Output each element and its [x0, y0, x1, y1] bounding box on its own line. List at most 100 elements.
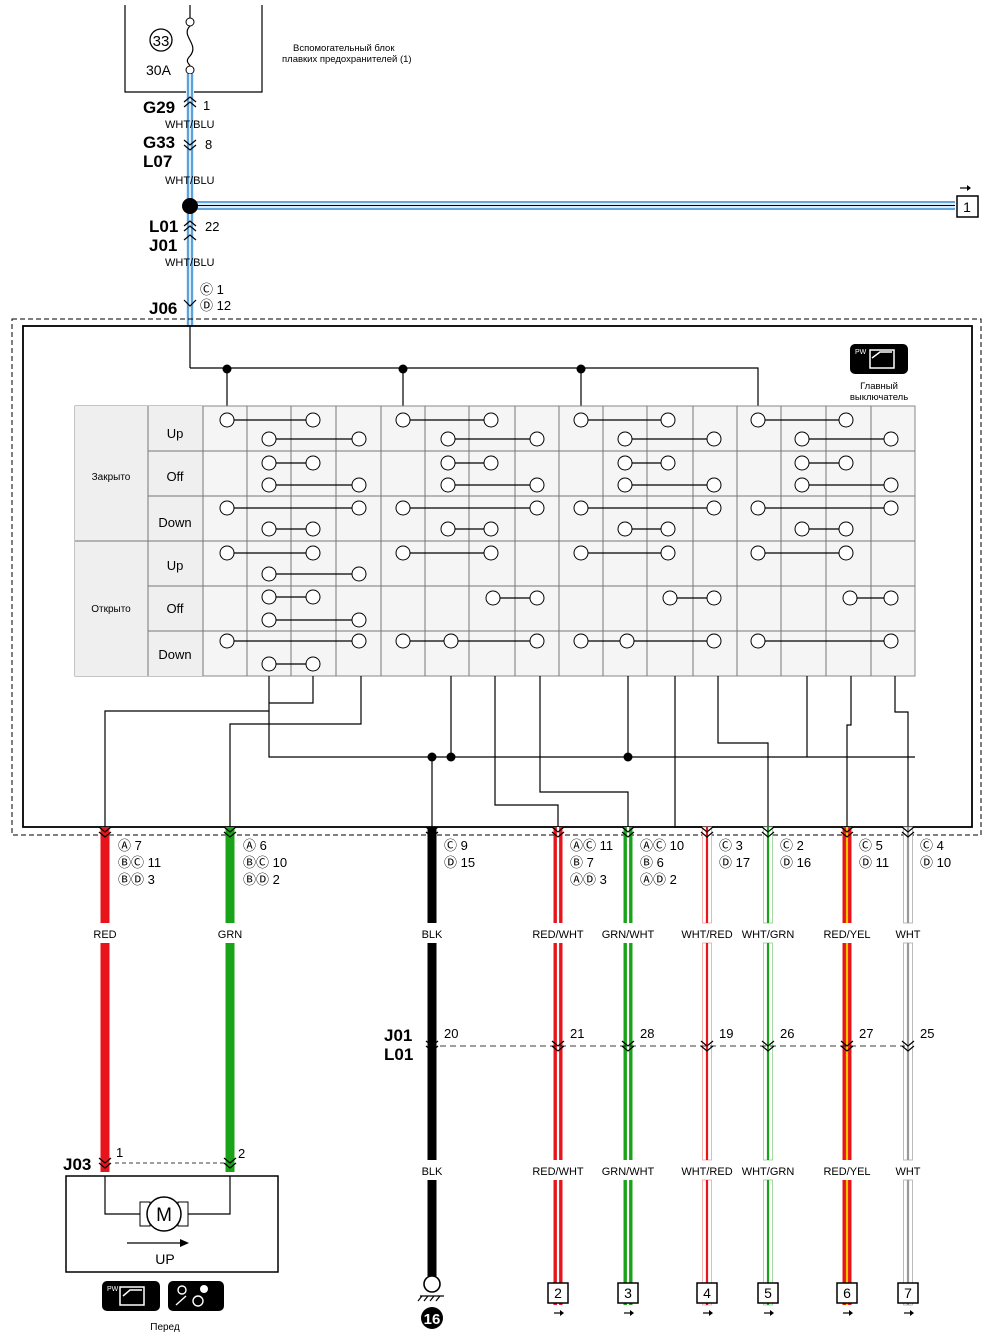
contact-point [305, 521, 321, 537]
wire-segment [427, 1180, 437, 1282]
switch-outer-dashed [11, 318, 982, 836]
pin-label: ⒷⒹ 2 [243, 872, 280, 887]
pin-label: Ⓒ 2 [780, 838, 804, 853]
contact-point [794, 477, 810, 493]
contact-point [261, 431, 277, 447]
pin-label: Ⓑ 7 [570, 855, 594, 870]
pin-label: ⒷⒸ 11 [118, 855, 161, 870]
switch-label-2: выключатель [850, 392, 908, 403]
g33-pin: 8 [205, 137, 212, 152]
wire-segment [100, 943, 110, 1172]
connector-chevron [840, 826, 854, 833]
connector-g33: G33 [143, 133, 175, 152]
connector-chevron [700, 1045, 714, 1052]
pin-label: Ⓑ 6 [640, 855, 664, 870]
connector-j03: J03 [63, 1155, 91, 1174]
connector-chevron [98, 1157, 112, 1164]
j01-pin-label: 27 [859, 1026, 873, 1041]
contact-point [219, 545, 235, 561]
wire-color-label-bottom: WHT/GRN [742, 1166, 795, 1178]
contact-point [443, 633, 459, 649]
feed-wire: 1 [182, 74, 979, 368]
row-label-down-1: Down [158, 515, 191, 530]
contact-point [483, 412, 499, 428]
ref-box-1 [956, 195, 979, 218]
ref-1-label: 1 [963, 199, 971, 215]
ref-number: 6 [843, 1285, 851, 1301]
connector-chevron [700, 1040, 714, 1047]
wire-color-label-bottom: BLK [422, 1166, 443, 1178]
ref-box [696, 1282, 718, 1304]
connector-chevron [551, 1040, 565, 1047]
splice-dot [182, 198, 198, 214]
connector-chevron [98, 831, 112, 838]
row-label-off-1: Off [166, 469, 183, 484]
l07-wire: WHT/BLU [165, 175, 215, 187]
switch-table [74, 405, 916, 677]
contact-point [351, 431, 367, 447]
contact-point [662, 590, 678, 606]
pin-label: Ⓐ 6 [243, 838, 267, 853]
connector-chevron [901, 826, 915, 833]
contact-point [305, 545, 321, 561]
wire-color-label: GRN [218, 929, 243, 941]
contact-point [883, 590, 899, 606]
contact-point [261, 589, 277, 605]
arrow-head [910, 1310, 914, 1316]
arrow-head [560, 1310, 564, 1316]
connector-chevron [901, 831, 915, 838]
pin-label: Ⓓ 17 [719, 855, 750, 870]
contact-point [750, 412, 766, 428]
motor-symbol: M [156, 1205, 172, 1226]
connector-l01-top: L01 [149, 217, 178, 236]
connector-chevron [98, 826, 112, 833]
contact-point [440, 455, 456, 471]
wire-color-label: RED/YEL [823, 929, 870, 941]
arrow-head [709, 1310, 713, 1316]
contact-point [706, 633, 722, 649]
contact-point [305, 412, 321, 428]
contact-point [838, 545, 854, 561]
contact-point [883, 477, 899, 493]
ground-number: 16 [424, 1311, 441, 1328]
wire-color-label: WHT/GRN [742, 929, 795, 941]
j03-pin-2: 2 [238, 1146, 245, 1161]
pin-label: ⒶⒹ 2 [640, 872, 677, 887]
contact-point [750, 500, 766, 516]
wire-color-label-bottom: WHT/RED [681, 1166, 732, 1178]
contact-point [219, 412, 235, 428]
ref-number: 5 [764, 1285, 772, 1301]
connector-chevron [621, 1045, 635, 1052]
contact-point [219, 633, 235, 649]
contact-point [794, 455, 810, 471]
pin-label: ⒶⒸ 10 [640, 838, 684, 853]
svg-text:PW: PW [107, 1286, 119, 1293]
connector-chevron [621, 1040, 635, 1047]
ref-number: 3 [624, 1285, 632, 1301]
connector-chevron [425, 831, 439, 838]
connector-chevron [223, 826, 237, 833]
g29-wire: WHT/BLU [165, 119, 215, 131]
contact-point [483, 545, 499, 561]
contact-point [483, 521, 499, 537]
connector-chevron [761, 831, 775, 838]
arrow-right-icon [180, 1239, 189, 1247]
pin-label: Ⓐ 7 [118, 838, 142, 853]
wire-color-label: BLK [422, 929, 443, 941]
wire-color-label-bottom: WHT [895, 1166, 920, 1178]
connector-j01-bottom: J01 [384, 1026, 412, 1045]
connector-chevron [901, 1040, 915, 1047]
contact-point [440, 521, 456, 537]
connector-chevron [761, 1045, 775, 1052]
j06-pin-c: Ⓒ 1 [200, 282, 224, 297]
fuse-icon [185, 5, 195, 75]
contact-point [483, 455, 499, 471]
connector-chevron [761, 826, 775, 833]
contact-point [794, 431, 810, 447]
contact-point [619, 633, 635, 649]
wire-segment [427, 827, 437, 923]
connector-chevron [700, 831, 714, 838]
arrow-head [770, 1310, 774, 1316]
connector-chevron [761, 1040, 775, 1047]
connector-chevron [840, 1045, 854, 1052]
